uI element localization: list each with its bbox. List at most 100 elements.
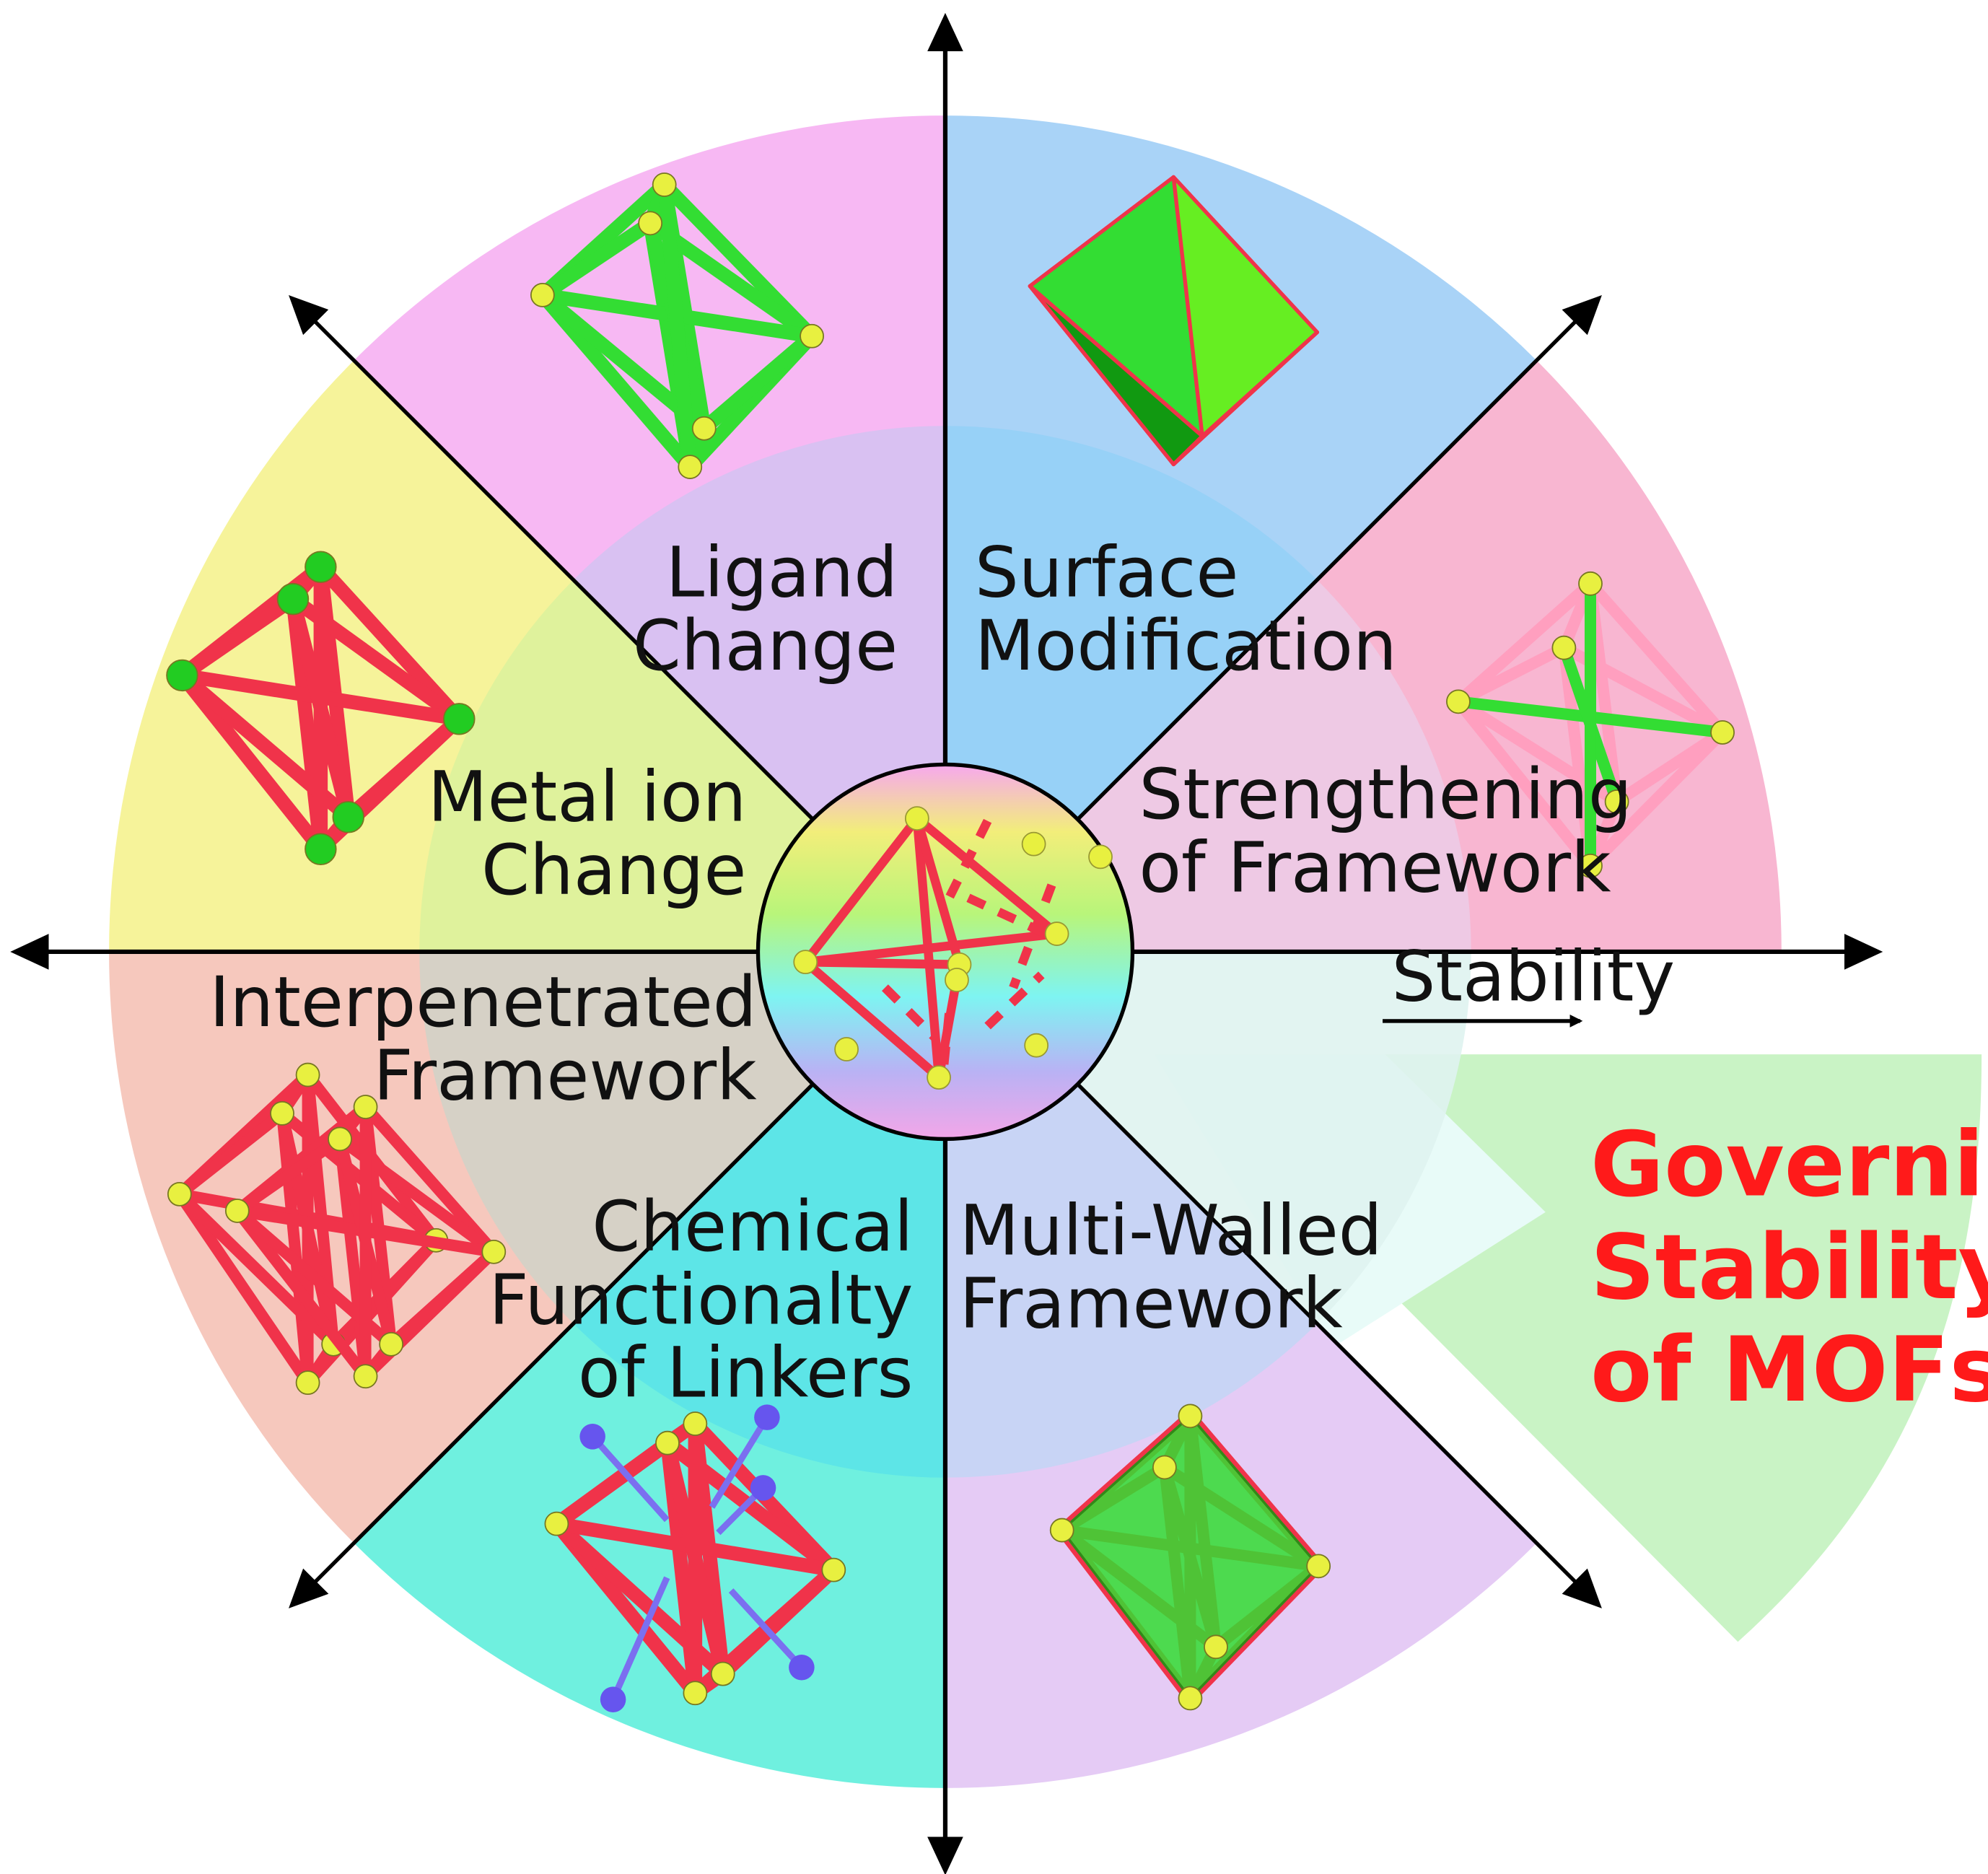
structure-chemical-functionality-node-2 bbox=[544, 1511, 569, 1536]
linker-group-node-4 bbox=[789, 1654, 815, 1681]
center-node-9 bbox=[945, 968, 969, 992]
label-line-4-0: Chemical bbox=[592, 1186, 913, 1267]
structure-multi-walled-node-2 bbox=[1049, 1518, 1074, 1543]
label-line-2-0: Strengthening bbox=[1139, 754, 1632, 835]
structure-surface-modification-face-3 bbox=[1171, 330, 1320, 467]
structure-multi-walled-node-0 bbox=[1178, 1404, 1203, 1429]
title-text: GoverningStabilityof MOFs bbox=[1590, 1113, 1988, 1422]
center-node-5 bbox=[1021, 831, 1046, 857]
label-line-0-1: Change bbox=[633, 605, 898, 686]
structure-strengthening-node-3 bbox=[1551, 635, 1577, 660]
structure-strengthening-node-4 bbox=[1710, 720, 1735, 745]
center-strut-3 bbox=[800, 929, 1061, 967]
label-line-3-0: Multi-Walled bbox=[960, 1190, 1383, 1271]
linker-group-bond-0 bbox=[590, 1434, 670, 1523]
center-node-3 bbox=[927, 1065, 951, 1090]
structure-chemical-functionality-strut-8 bbox=[549, 1435, 675, 1531]
stability-label: Stability bbox=[1392, 936, 1676, 1017]
structure-metal-ion-strut-8 bbox=[175, 592, 300, 683]
structure-ligand-change-strut-8 bbox=[535, 216, 657, 302]
structure-metal-ion-strut-10 bbox=[341, 711, 467, 825]
label-line-1-1: Modification bbox=[975, 605, 1397, 686]
structure-strengthening-node-0 bbox=[1578, 571, 1603, 596]
structure-ligand-change-strut-14 bbox=[657, 178, 698, 474]
structure-interpenetrated-b-node-4 bbox=[481, 1239, 507, 1264]
structure-interpenetrated-b-node-2 bbox=[224, 1199, 250, 1223]
center-strut-5 bbox=[912, 813, 964, 969]
structure-ligand-change-strut-11 bbox=[535, 288, 711, 436]
structures-group bbox=[166, 172, 1735, 1712]
center-disc-group bbox=[756, 762, 1135, 1142]
label-line-5-1: Framework bbox=[373, 1035, 757, 1116]
structure-surface-modification bbox=[1028, 175, 1320, 467]
structure-ligand-change-node-4 bbox=[800, 323, 824, 349]
structure-interpenetrated-b-node-1 bbox=[353, 1364, 378, 1389]
structure-ligand-change-node-1 bbox=[678, 455, 703, 479]
structure-strengthening-strut-8 bbox=[1452, 642, 1570, 708]
linker-group-bond-3 bbox=[610, 1576, 670, 1701]
structure-ligand-change-node-3 bbox=[638, 211, 663, 236]
center-strut-0 bbox=[800, 813, 922, 967]
structure-metal-ion bbox=[166, 551, 476, 865]
title-line-0: Governing bbox=[1590, 1113, 1988, 1217]
center-strut-1 bbox=[912, 813, 1061, 939]
structure-interpenetrated-b-node-0 bbox=[353, 1095, 378, 1119]
label-line-6-1: Change bbox=[481, 830, 746, 911]
structure-interpenetrated-a-node-3 bbox=[270, 1101, 294, 1126]
structure-metal-ion-node-3 bbox=[276, 582, 310, 616]
structure-interpenetrated-a-node-0 bbox=[295, 1062, 320, 1087]
structure-metal-ion-strut-4 bbox=[175, 668, 328, 857]
structure-metal-ion-node-5 bbox=[332, 801, 364, 833]
center-dashed-strut-3 bbox=[984, 971, 1045, 1030]
title-line-1: Stability bbox=[1590, 1216, 1988, 1320]
linker-group-node-0 bbox=[579, 1424, 605, 1450]
structure-interpenetrated-b-strut-2 bbox=[359, 1101, 500, 1258]
structure-chemical-functionality-node-5 bbox=[710, 1661, 735, 1686]
structure-metal-ion-node-1 bbox=[305, 833, 337, 865]
linker-group-node-2 bbox=[750, 1475, 776, 1501]
structure-chemical-functionality-node-0 bbox=[683, 1411, 708, 1436]
structure-chemical-functionality-node-1 bbox=[683, 1681, 708, 1706]
structure-interpenetrated-b bbox=[224, 1095, 507, 1389]
structure-interpenetrated-a-node-2 bbox=[167, 1181, 192, 1207]
label-line-4-2: of Linkers bbox=[578, 1333, 914, 1414]
structure-strengthening-strut-10 bbox=[1611, 727, 1729, 807]
structure-ligand-change bbox=[530, 172, 824, 479]
structure-interpenetrated-b-strut-8 bbox=[231, 1133, 346, 1217]
structure-interpenetrated-b-strut-4 bbox=[231, 1204, 372, 1383]
structure-strengthening bbox=[1446, 571, 1735, 878]
center-node-1 bbox=[793, 950, 818, 975]
structure-strengthening-strut-2 bbox=[1585, 577, 1729, 739]
label-line-1-0: Surface bbox=[975, 533, 1239, 613]
label-line-6-0: Metal ion bbox=[428, 757, 747, 838]
center-node-7 bbox=[834, 1037, 859, 1061]
structure-chemical-functionality-node-4 bbox=[821, 1557, 846, 1582]
center-node-0 bbox=[904, 806, 929, 831]
structure-multi-walled-node-3 bbox=[1152, 1455, 1177, 1480]
label-line-5-0: Interpenetrated bbox=[209, 962, 757, 1043]
center-node-2 bbox=[1044, 921, 1069, 946]
label-line-0-0: Ligand bbox=[666, 533, 898, 613]
center-dashed-strut-4 bbox=[939, 1012, 954, 1065]
structure-metal-ion-node-2 bbox=[166, 659, 198, 692]
linker-group-bond-1 bbox=[709, 1415, 770, 1509]
structure-multi-walled-node-4 bbox=[1306, 1554, 1331, 1579]
structure-metal-ion-node-0 bbox=[305, 551, 337, 583]
structure-strengthening-node-1 bbox=[1578, 853, 1603, 878]
center-node-8 bbox=[1024, 1033, 1049, 1058]
structure-interpenetrated-b-node-3 bbox=[328, 1126, 352, 1152]
structure-multi-walled-node-1 bbox=[1178, 1686, 1203, 1711]
structure-interpenetrated-b-node-5 bbox=[379, 1331, 403, 1357]
center-strut-6 bbox=[800, 957, 964, 969]
structure-strengthening-strut-4 bbox=[1452, 696, 1596, 872]
linker-group-bond-4 bbox=[728, 1588, 805, 1670]
structure-multi-walled-node-5 bbox=[1204, 1634, 1228, 1660]
